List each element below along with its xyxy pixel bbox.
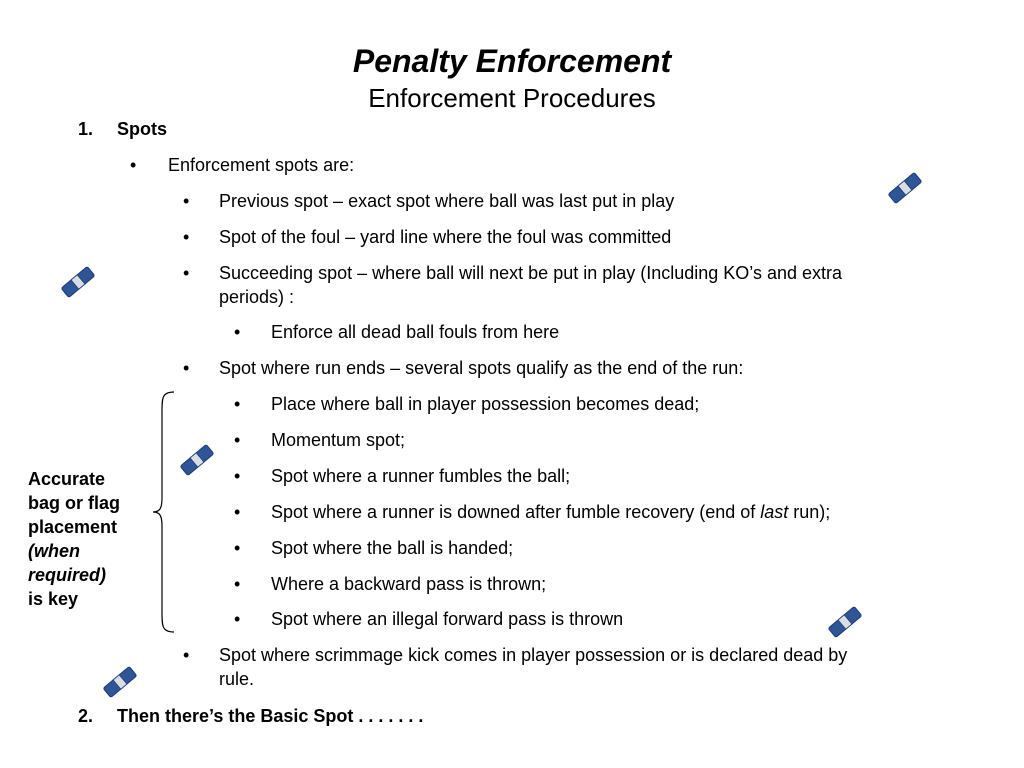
list-item: Place where ball in player possession be… [271, 394, 700, 414]
list-item: Spot where the ball is handed; [271, 538, 514, 558]
list-item: Spot where run ends – several spots qual… [219, 358, 744, 378]
bullet: • [234, 466, 241, 486]
curly-brace-icon [152, 391, 175, 633]
list-item-text-tail: run); [788, 502, 831, 522]
bullet: • [183, 263, 190, 283]
section-1-label: Spots [117, 119, 168, 139]
bullet: • [234, 502, 241, 522]
bean-bag-icon [888, 172, 922, 204]
slide-title: Penalty Enforcement [352, 43, 672, 79]
list-item-continuation: rule. [219, 669, 255, 689]
italic-emphasis: last [760, 502, 789, 522]
list-item-continuation: periods) : [219, 287, 295, 307]
bean-bag-icon [828, 606, 862, 638]
side-note-line: required) [28, 565, 107, 585]
side-note-line: (when [28, 541, 80, 561]
bullet: • [183, 358, 190, 378]
list-item-text: Spot where a runner is downed after fumb… [271, 502, 761, 522]
list-item: Spot where scrimmage kick comes in playe… [219, 645, 848, 665]
bullet: • [234, 394, 241, 414]
side-note-line: bag or flag [28, 493, 121, 513]
list-item: Spot where a runner is downed after fumb… [271, 500, 830, 524]
bean-bag-icon [103, 666, 137, 698]
side-note-line: is key [28, 589, 79, 609]
list-item: Spot where an illegal forward pass is th… [271, 609, 624, 629]
section-2-label: Then there’s the Basic Spot . . . . . . … [117, 706, 424, 726]
side-note-line: placement [28, 517, 118, 537]
bean-bag-icon [61, 266, 95, 298]
bullet: • [183, 227, 190, 247]
bullet: • [183, 191, 190, 211]
bullet: • [234, 322, 241, 342]
side-note-line: Accurate [28, 469, 106, 489]
list-item: Enforcement spots are: [168, 155, 355, 175]
side-note: Accurate bag or flag placement (when req… [28, 467, 138, 611]
bullet: • [234, 538, 241, 558]
bullet: • [183, 645, 190, 665]
list-item: Succeeding spot – where ball will next b… [219, 263, 843, 283]
slide-subtitle: Enforcement Procedures [368, 83, 656, 113]
list-item: Enforce all dead ball fouls from here [271, 322, 560, 342]
bullet: • [234, 430, 241, 450]
list-item: Momentum spot; [271, 430, 406, 450]
bullet: • [234, 574, 241, 594]
list-item: Where a backward pass is thrown; [271, 574, 547, 594]
bullet: • [234, 609, 241, 629]
list-item: Spot of the foul – yard line where the f… [219, 227, 672, 247]
list-item: Spot where a runner fumbles the ball; [271, 466, 571, 486]
bullet: • [130, 155, 137, 175]
section-1-number: 1. [78, 119, 94, 139]
bean-bag-icon [180, 444, 214, 476]
section-2-number: 2. [78, 706, 94, 726]
list-item: Previous spot – exact spot where ball wa… [219, 191, 675, 211]
